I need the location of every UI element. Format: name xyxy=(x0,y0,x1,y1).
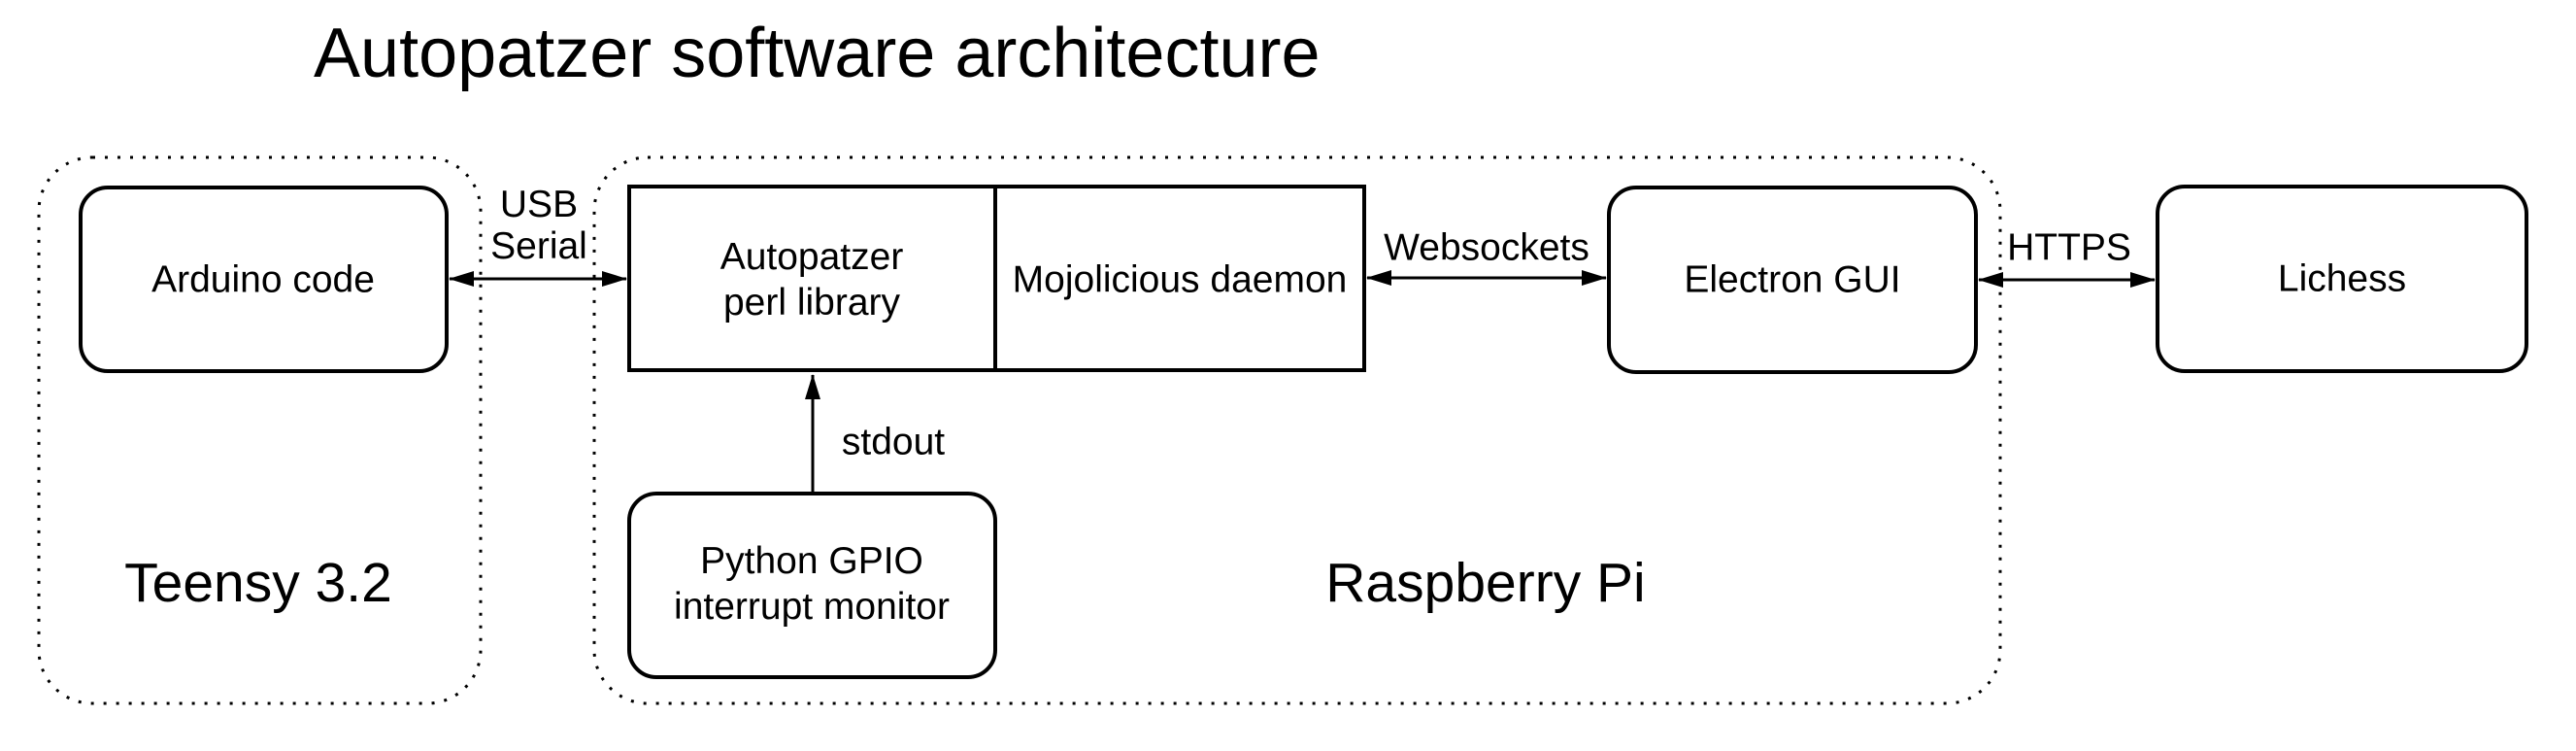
autopatzer-label-line1: Autopatzer xyxy=(719,236,904,278)
usb-serial-label-line1: USB xyxy=(499,184,579,225)
electron-gui-label: Electron GUI xyxy=(1684,258,1901,301)
mojolicious-daemon-label: Mojolicious daemon xyxy=(1012,258,1348,301)
websockets-label: Websockets xyxy=(1384,226,1589,269)
lichess-label: Lichess xyxy=(2277,257,2407,300)
usb-serial-label-line2: Serial xyxy=(490,225,587,267)
arduino-code-box xyxy=(79,186,449,373)
raspberry-pi-group-label: Raspberry Pi xyxy=(1325,552,1646,614)
page-title: Autopatzer software architecture xyxy=(314,15,1321,92)
python-gpio-label-line2: interrupt monitor xyxy=(674,586,950,628)
electron-gui-box xyxy=(1607,186,1978,374)
python-gpio-monitor-label: Python GPIO interrupt monitor xyxy=(674,538,950,630)
python-gpio-label-line1: Python GPIO xyxy=(700,540,923,582)
usb-serial-label: USB Serial xyxy=(490,184,587,267)
autopatzer-label-line2: perl library xyxy=(722,282,901,324)
teensy-group-box xyxy=(37,155,483,705)
stdout-label: stdout xyxy=(841,421,946,463)
arduino-code-label: Arduino code xyxy=(151,258,375,301)
https-label: HTTPS xyxy=(2007,226,2131,269)
teensy-group-label: Teensy 3.2 xyxy=(124,552,392,614)
lichess-box xyxy=(2156,185,2528,373)
autopatzer-perl-library-label: Autopatzer perl library xyxy=(720,234,904,325)
python-gpio-box xyxy=(627,492,997,679)
